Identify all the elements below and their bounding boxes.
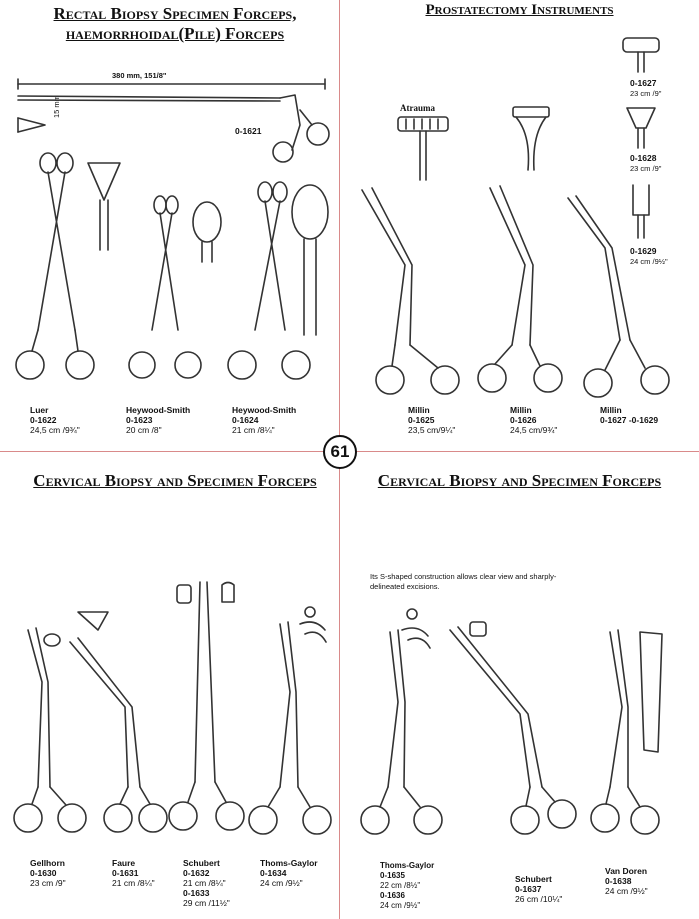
item-name: Heywood-Smith bbox=[232, 405, 297, 415]
cervical-left-item-schubert: Schubert 0-1632 21 cm /8¼" 0-1633 29 cm … bbox=[183, 858, 230, 908]
tip-code-1628: 0-1628 bbox=[630, 153, 657, 163]
item-size: 23 cm /9" bbox=[30, 878, 66, 888]
item-code: 0-1622 bbox=[30, 415, 57, 425]
item-name: Millin bbox=[600, 405, 622, 415]
cervical-right-illustration bbox=[360, 608, 663, 835]
rectal-title: Rectal Biopsy Specimen Forceps, haemorrh… bbox=[10, 4, 340, 44]
item-size: 24,5 cm/9¾" bbox=[510, 425, 558, 435]
prostatectomy-title: Prostatectomy Instruments bbox=[425, 2, 614, 18]
item-name: Millin bbox=[510, 405, 532, 415]
prostatectomy-illustration bbox=[361, 37, 670, 398]
item-code2: 0-1636 bbox=[380, 891, 405, 900]
item-name: Van Doren bbox=[605, 866, 648, 876]
item-name: Schubert bbox=[515, 874, 552, 884]
item-name: Thoms-Gaylor bbox=[380, 861, 435, 870]
item-size2: 29 cm /11½" bbox=[183, 898, 230, 908]
cervical-right-item-schubert: Schubert 0-1637 26 cm /10¼" bbox=[515, 874, 562, 904]
page-number: 61 bbox=[323, 435, 357, 469]
item-code: 0-1630 bbox=[30, 868, 57, 878]
cervical-right-item-thoms-gaylor: Thoms-Gaylor 0-1635 22 cm /8½" 0-1636 24… bbox=[380, 861, 434, 911]
cervical-left-item-gellhorn: Gellhorn 0-1630 23 cm /9" bbox=[30, 858, 66, 888]
item-size: 24 cm /9½" bbox=[260, 878, 303, 888]
rectal-title-line1: Rectal Biopsy Specimen Forceps, bbox=[53, 4, 297, 23]
tip-code-1629: 0-1629 bbox=[630, 246, 657, 256]
item-size: 21 cm /8¼" bbox=[183, 878, 226, 888]
item-code: 0-1632 bbox=[183, 868, 210, 878]
cervical-left-item-thoms-gaylor: Thoms-Gaylor 0-1634 24 cm /9½" bbox=[260, 858, 318, 888]
item-code2: 0-1633 bbox=[183, 888, 210, 898]
tip-code-1627: 0-1627 bbox=[630, 78, 657, 88]
tip-size-1627: 23 cm /9" bbox=[630, 89, 662, 98]
item-code: 0-1625 bbox=[408, 415, 435, 425]
prostatectomy-item-1626: Millin 0-1626 24,5 cm/9¾" bbox=[510, 405, 557, 435]
item-size2: 24 cm /9½" bbox=[380, 901, 421, 910]
item-name: Heywood-Smith bbox=[126, 405, 191, 415]
rectal-instruments-illustration bbox=[15, 78, 330, 380]
cervical-left-title: Cervical Biopsy and Specimen Forceps bbox=[33, 471, 317, 490]
atrauma-label: Atrauma bbox=[400, 103, 435, 113]
item-code: 0-1627 -0-1629 bbox=[600, 415, 659, 425]
rectal-item-heywood-smith-1624: Heywood-Smith 0-1624 21 cm /8¼" bbox=[232, 405, 296, 435]
item-size: 21 cm /8¼" bbox=[112, 878, 155, 888]
item-code: 0-1637 bbox=[515, 884, 542, 894]
item-code: 0-1631 bbox=[112, 868, 139, 878]
cervical-right-item-van-doren: Van Doren 0-1638 24 cm /9½" bbox=[605, 866, 648, 896]
item-code: 0-1624 bbox=[232, 415, 259, 425]
item-size: 26 cm /10¼" bbox=[515, 894, 563, 904]
cervical-left-item-faure: Faure 0-1631 21 cm /8¼" bbox=[112, 858, 155, 888]
item-size: 20 cm /8" bbox=[126, 425, 162, 435]
tip-size-1629: 24 cm /9½" bbox=[630, 257, 668, 266]
item-size: 22 cm /8½" bbox=[380, 881, 421, 890]
item-code: 0-1634 bbox=[260, 868, 287, 878]
item-code: 0-1638 bbox=[605, 876, 632, 886]
rectal-dimension: 380 mm, 151/8" bbox=[112, 71, 167, 80]
prostatectomy-item-1625: Millin 0-1625 23,5 cm/9¼" bbox=[408, 405, 455, 435]
rectal-title-line2: haemorrhoidal(Pile) Forceps bbox=[65, 24, 285, 43]
item-name: Schubert bbox=[183, 858, 220, 868]
cervical-left-illustration bbox=[13, 581, 332, 835]
rectal-item-luer: Luer 0-1622 24,5 cm /9¾" bbox=[30, 405, 80, 435]
rectal-item-heywood-smith-1623: Heywood-Smith 0-1623 20 cm /8" bbox=[126, 405, 190, 435]
item-name: Thoms-Gaylor bbox=[260, 858, 318, 868]
tip-size-1628: 23 cm /9" bbox=[630, 164, 662, 173]
item-size: 24 cm /9½" bbox=[605, 886, 648, 896]
item-code: 0-1635 bbox=[380, 871, 405, 880]
rectal-top-code: 0-1621 bbox=[235, 126, 262, 136]
item-size: 24,5 cm /9¾" bbox=[30, 425, 80, 435]
item-name: Millin bbox=[408, 405, 430, 415]
cervical-right-title: Cervical Biopsy and Specimen Forceps bbox=[377, 471, 662, 490]
item-size: 23,5 cm/9¼" bbox=[408, 425, 456, 435]
item-name: Gellhorn bbox=[30, 858, 65, 868]
prostatectomy-item-1627-1629: Millin 0-1627 -0-1629 bbox=[600, 405, 658, 425]
cervical-right-note: Its S-shaped construction allows clear v… bbox=[370, 572, 557, 591]
item-name: Luer bbox=[30, 405, 49, 415]
item-name: Faure bbox=[112, 858, 136, 868]
item-code: 0-1623 bbox=[126, 415, 153, 425]
item-size: 21 cm /8¼" bbox=[232, 425, 275, 435]
item-code: 0-1626 bbox=[510, 415, 537, 425]
